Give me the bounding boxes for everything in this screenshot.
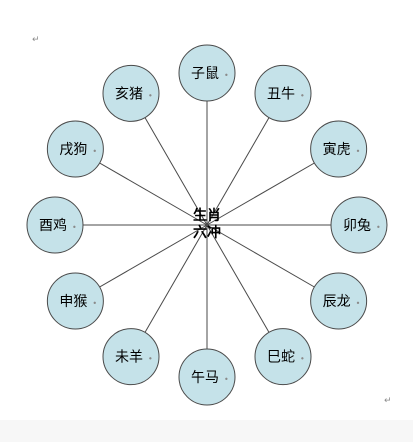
node-circle-shen	[46, 272, 104, 330]
node-label-yin: 寅虎	[323, 141, 351, 158]
node-label-wu: 午马	[191, 370, 219, 386]
node-shen: 申猴 •	[46, 272, 104, 330]
node-circle-chen	[310, 272, 368, 330]
node-label-chou: 丑牛	[267, 86, 295, 102]
node-mark-zi: •	[224, 71, 229, 80]
node-yin: 寅虎 •	[310, 120, 368, 178]
document-bottom-margin	[0, 420, 413, 442]
node-mark-shen: •	[92, 299, 97, 308]
node-circle-hai	[102, 64, 160, 122]
node-mark-si: •	[300, 355, 305, 364]
node-mark-wei: •	[148, 355, 153, 364]
center-title-line2: 六冲	[193, 224, 221, 241]
node-mao: 卯兔 •	[330, 196, 388, 254]
node-mark-mao: •	[376, 223, 381, 232]
node-label-mao: 卯兔	[343, 218, 371, 234]
node-circle-you	[26, 196, 84, 254]
node-mark-chou: •	[300, 91, 305, 100]
node-wu: 午马 •	[178, 348, 236, 406]
center-title-line1: 生肖	[193, 207, 221, 224]
node-mark-xu: •	[92, 147, 97, 156]
node-label-xu: 戌狗	[59, 142, 87, 158]
node-label-si: 巳蛇	[267, 350, 295, 366]
node-si: 巳蛇 •	[254, 328, 312, 386]
node-circle-wu	[178, 348, 236, 406]
node-mark-chen: •	[356, 299, 361, 308]
node-mark-hai: •	[148, 91, 153, 100]
node-circle-yin	[310, 120, 368, 178]
node-label-hai: 亥猪	[115, 86, 143, 102]
node-label-you: 酉鸡	[39, 217, 67, 234]
node-mark-yin: •	[356, 147, 361, 156]
node-label-shen: 申猴	[59, 294, 87, 310]
node-circle-wei	[102, 328, 160, 386]
node-circle-si	[254, 328, 312, 386]
node-circle-zi	[178, 44, 236, 102]
paragraph-mark-bottom: ↵	[384, 396, 392, 406]
node-circle-xu	[46, 120, 104, 178]
node-chou: 丑牛 •	[254, 64, 312, 122]
node-label-zi: 子鼠	[191, 66, 219, 82]
paragraph-mark-top: ↵	[32, 35, 40, 45]
node-label-chen: 辰龙	[323, 294, 351, 310]
node-label-wei: 未羊	[115, 350, 143, 366]
node-circle-chou	[254, 64, 312, 122]
node-you: 酉鸡 •	[26, 196, 84, 254]
node-wei: 未羊 •	[102, 328, 160, 386]
center-title: 生肖 六冲	[193, 207, 221, 241]
node-chen: 辰龙 •	[310, 272, 368, 330]
node-xu: 戌狗 •	[46, 120, 104, 178]
node-hai: 亥猪 •	[102, 64, 160, 122]
node-circle-mao	[330, 196, 388, 254]
node-zi: 子鼠 •	[178, 44, 236, 102]
zodiac-nodes: 子鼠 • 丑牛 • 寅虎 • 卯兔 • 辰龙 • 巳蛇 • 午马 • 未羊 • 申猴 • 酉鸡 • 戌狗 • 亥猪 •	[26, 44, 388, 406]
node-mark-wu: •	[224, 375, 229, 384]
node-mark-you: •	[72, 223, 77, 232]
